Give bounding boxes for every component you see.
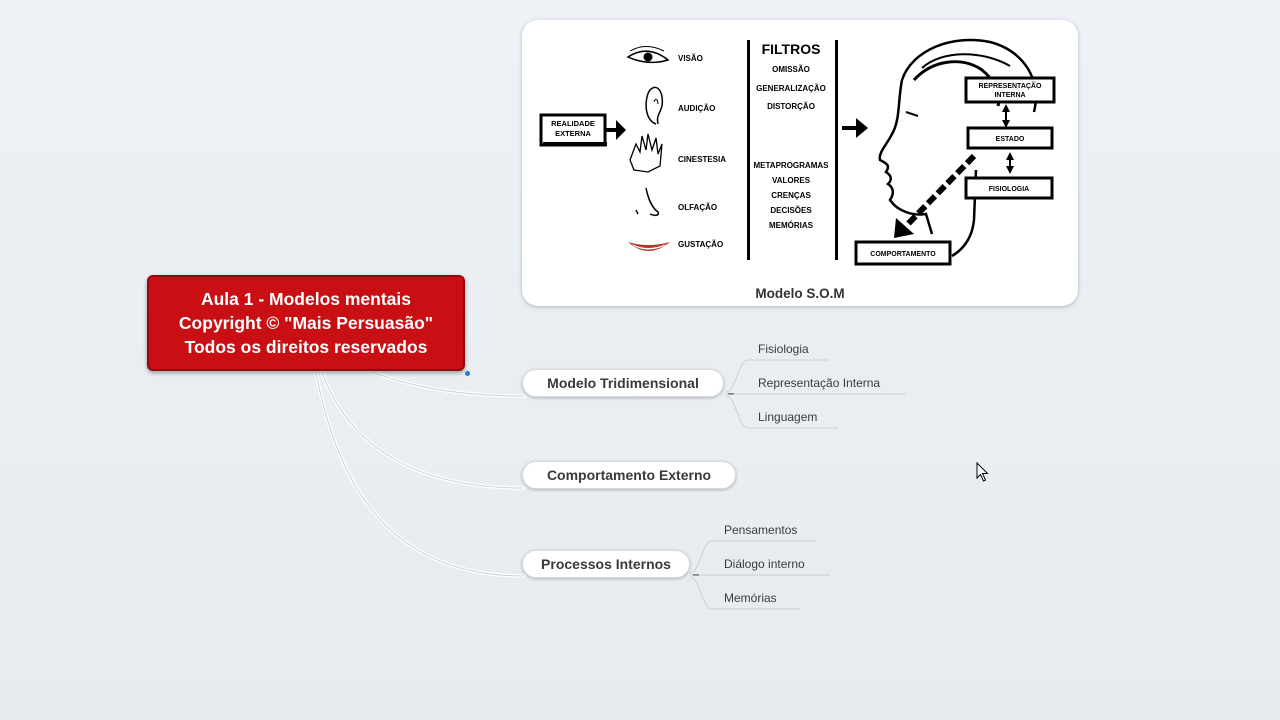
resize-handle[interactable] bbox=[465, 371, 470, 376]
subtopic-representacao-interna[interactable]: Representação Interna bbox=[758, 376, 881, 390]
som-model-image[interactable]: REALIDADE EXTERNA VISÃO AUDIÇÃO CINESTES… bbox=[522, 20, 1078, 306]
filter-metaprogramas: METAPROGRAMAS bbox=[754, 161, 830, 170]
sense-cinestesia: CINESTESIA bbox=[678, 155, 726, 164]
mouth-icon bbox=[628, 242, 670, 251]
mouse-cursor-icon bbox=[976, 462, 989, 482]
rep-interna-2: INTERNA bbox=[994, 92, 1025, 99]
nose-icon bbox=[635, 187, 660, 217]
head-profile-icon bbox=[878, 38, 1037, 258]
central-topic-line-3: Todos os direitos reservados bbox=[184, 337, 428, 357]
filter-valores: VALORES bbox=[772, 176, 811, 185]
eye-icon bbox=[626, 46, 670, 64]
rep-interna-1: REPRESENTAÇÃO bbox=[979, 81, 1042, 90]
subtopic-fisiologia[interactable]: Fisiologia bbox=[758, 342, 809, 356]
filter-distorcao: DISTORÇÃO bbox=[767, 102, 815, 111]
topic-processos-internos[interactable]: Processos Internos bbox=[522, 550, 690, 578]
sense-olfacao: OLFAÇÃO bbox=[678, 203, 717, 212]
fisiologia-label: FISIOLOGIA bbox=[989, 186, 1029, 193]
central-topic[interactable]: Aula 1 - Modelos mentais Copyright © "Ma… bbox=[147, 275, 465, 371]
subtopic-pensamentos[interactable]: Pensamentos bbox=[724, 523, 798, 537]
ear-icon bbox=[645, 86, 664, 125]
estado-label: ESTADO bbox=[996, 136, 1025, 143]
filter-memorias: MEMÓRIAS bbox=[769, 221, 814, 230]
sense-gustacao: GUSTAÇÃO bbox=[678, 240, 723, 249]
filters-title: FILTROS bbox=[762, 41, 821, 57]
collapse-toggle-modelo-tridimensional[interactable]: – bbox=[727, 386, 735, 400]
image-caption: Modelo S.O.M bbox=[755, 286, 845, 301]
topic-modelo-tridimensional[interactable]: Modelo Tridimensional bbox=[522, 369, 724, 397]
sense-audicao: AUDIÇÃO bbox=[678, 104, 715, 113]
subtopic-dialogo-interno[interactable]: Diálogo interno bbox=[724, 557, 805, 571]
collapse-toggle-processos-internos[interactable]: – bbox=[692, 567, 700, 581]
filter-generalizacao: GENERALIZAÇÃO bbox=[756, 84, 826, 93]
topic-comportamento-externo[interactable]: Comportamento Externo bbox=[522, 461, 736, 489]
central-topic-line-2: Copyright © "Mais Persuasão" bbox=[178, 313, 434, 333]
comportamento-label: COMPORTAMENTO bbox=[870, 251, 936, 258]
realidade-label-2: EXTERNA bbox=[555, 129, 591, 138]
subtopic-linguagem[interactable]: Linguagem bbox=[758, 410, 818, 424]
filter-crencas: CRENÇAS bbox=[771, 191, 811, 200]
filter-omissao: OMISSÃO bbox=[772, 65, 810, 74]
hand-icon bbox=[629, 133, 663, 173]
central-topic-line-1: Aula 1 - Modelos mentais bbox=[200, 289, 412, 309]
filter-decisoes: DECISÕES bbox=[770, 206, 812, 215]
som-diagram: REALIDADE EXTERNA VISÃO AUDIÇÃO CINESTES… bbox=[539, 38, 1056, 266]
sense-visao: VISÃO bbox=[678, 54, 703, 63]
realidade-label-1: REALIDADE bbox=[551, 119, 595, 128]
subtopic-memorias[interactable]: Memórias bbox=[724, 591, 777, 605]
